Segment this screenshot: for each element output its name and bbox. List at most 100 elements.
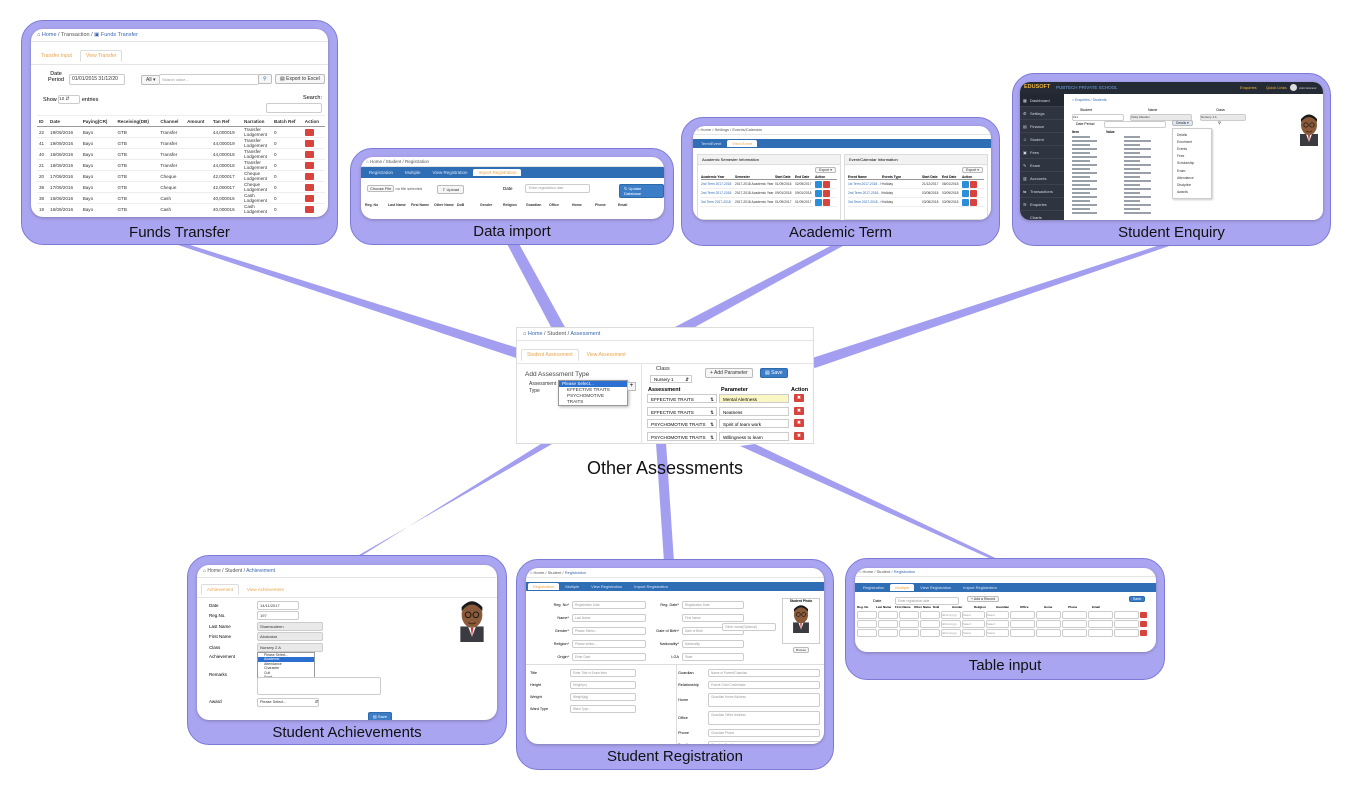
menu-item[interactable]: Exam — [1177, 168, 1186, 173]
assessment-select[interactable]: EFFECTIVE TRAITS⇅ — [647, 394, 717, 403]
field-input[interactable]: Ward Type... — [570, 705, 636, 713]
save-button[interactable]: ▤ Save — [368, 712, 393, 720]
tab-view-transfer[interactable]: View Transfer — [79, 50, 123, 62]
breadcrumb-section[interactable]: Student — [547, 331, 567, 337]
breadcrumb-section[interactable]: Settings — [714, 127, 730, 132]
cell-input[interactable] — [920, 619, 940, 628]
edit-button[interactable] — [815, 189, 822, 197]
edit-button[interactable] — [815, 180, 822, 188]
delete-button[interactable] — [304, 205, 314, 213]
tab-multiple[interactable]: Multiple — [405, 170, 421, 175]
breadcrumb-section[interactable]: Student — [547, 570, 562, 575]
tab-multiple[interactable]: Multiple — [890, 584, 915, 591]
tab-import-registration[interactable]: Import Registration — [963, 585, 997, 590]
cell-input[interactable] — [857, 628, 877, 637]
tab-import-registration[interactable]: Import Registration — [473, 169, 522, 176]
parameter-input[interactable]: Neatness — [719, 406, 789, 416]
other-name-input[interactable]: Other name(Optional) — [722, 623, 776, 631]
tab-achievement[interactable]: Achievement — [201, 584, 240, 595]
sidebar-item[interactable]: ▁Charts — [1020, 211, 1064, 220]
delete-button[interactable]: ✖ — [794, 419, 804, 427]
field-input[interactable]: Guardian Email — [708, 741, 820, 744]
tab-view-registration[interactable]: View Registration — [920, 585, 952, 590]
cell-input[interactable] — [1114, 619, 1139, 628]
dropdown-option[interactable]: Character — [264, 666, 280, 671]
cell-input[interactable]: dd/mm/yyyy — [941, 628, 961, 637]
browse-button[interactable]: Browse — [793, 647, 810, 653]
menu-item[interactable]: Discipline — [1177, 182, 1192, 187]
field-input[interactable]: Guardian Phone — [708, 729, 820, 737]
delete-button[interactable]: ✖ — [794, 431, 804, 440]
field-input[interactable]: Registration Date — [682, 600, 744, 609]
tab-view-achievement[interactable]: View Achievement — [247, 587, 284, 592]
breadcrumb-home[interactable]: Home — [862, 569, 874, 574]
award-select[interactable]: Please Select...⇵ — [257, 698, 319, 707]
field-input[interactable]: Weight(kg) — [570, 693, 636, 701]
cell-input[interactable] — [1010, 628, 1035, 637]
field-input[interactable]: Guardian Office Address — [708, 711, 820, 725]
field-input[interactable]: 197 — [257, 611, 299, 621]
parameter-input[interactable]: Spirit of team work — [719, 419, 789, 428]
cell-input[interactable] — [1010, 610, 1035, 619]
sidebar-item[interactable]: ▦Dashboard — [1020, 94, 1064, 107]
cell-input[interactable] — [1114, 628, 1139, 637]
breadcrumb-home[interactable]: Home — [527, 331, 543, 337]
breadcrumb-home[interactable]: Home — [369, 159, 382, 164]
date-input[interactable]: Enter registration date — [895, 597, 959, 605]
menu-item[interactable]: Enrolment — [1177, 139, 1193, 144]
choose-file-button[interactable]: Choose File — [367, 185, 395, 192]
student-select[interactable]: 221 — [1072, 114, 1124, 121]
tab-registration[interactable]: Registration — [528, 583, 560, 590]
delete-button[interactable] — [304, 183, 314, 191]
column-header[interactable]: Receiving(DB) — [115, 115, 159, 127]
delete-button[interactable] — [1140, 620, 1147, 627]
cell-input[interactable] — [1036, 628, 1061, 637]
export-button[interactable]: Export ▾ — [815, 167, 836, 173]
field-input[interactable]: Height(m) — [570, 681, 636, 689]
delete-button[interactable] — [304, 128, 314, 136]
tab-view-event[interactable]: View Event — [727, 140, 758, 147]
sidebar-item[interactable]: ⇆Transactions — [1020, 185, 1064, 198]
delete-button[interactable] — [1140, 629, 1147, 636]
file-picker[interactable]: Choose File no file selected — [367, 185, 422, 192]
dropdown-option[interactable]: Please Select... — [559, 381, 627, 387]
delete-button[interactable] — [970, 189, 977, 197]
delete-button[interactable] — [1140, 611, 1147, 618]
breadcrumb-home[interactable]: Home — [41, 32, 57, 38]
field-input[interactable]: Parent Child Credentials — [708, 681, 820, 689]
delete-button[interactable] — [304, 161, 314, 169]
details-dropdown[interactable]: Details ▾ — [1172, 120, 1193, 126]
cell-input[interactable] — [1062, 628, 1087, 637]
add-parameter-button[interactable]: + Add Parameter — [705, 368, 753, 378]
column-header[interactable]: Batch Ref — [272, 115, 303, 127]
delete-button[interactable] — [304, 172, 314, 180]
breadcrumb-home[interactable]: Home — [700, 127, 712, 132]
menu-item[interactable]: Attendance — [1177, 175, 1194, 180]
upload-button[interactable]: ⇧ Upload — [437, 185, 465, 194]
tab-student-assessment[interactable]: Student Assessment — [521, 349, 579, 361]
parameter-input[interactable]: Mental Alertness — [719, 394, 789, 403]
export-excel-button[interactable]: ▤ Export to Excel — [275, 74, 325, 84]
column-header[interactable]: Action — [302, 115, 325, 127]
cell-input[interactable] — [1062, 610, 1087, 619]
column-header[interactable]: Paying(CR) — [80, 115, 116, 127]
field-input[interactable]: Enter Title in Exam Item — [570, 669, 636, 677]
quick-links[interactable]: Quick Links — [1266, 85, 1287, 90]
tab-import-registration[interactable]: Import Registration — [634, 584, 668, 589]
assessment-select[interactable]: PSYCHOMOTIVE TRAITS⇅ — [647, 419, 717, 428]
tab-view-registration[interactable]: View Registration — [591, 584, 623, 589]
cell-input[interactable]: Select — [962, 610, 985, 619]
save-button[interactable]: Save — [1129, 596, 1145, 602]
tab-multiple[interactable]: Multiple — [565, 584, 580, 589]
delete-button[interactable] — [823, 198, 830, 206]
field-input[interactable]: 14/11/2017 — [257, 600, 299, 610]
menu-item[interactable]: Fees — [1177, 154, 1185, 159]
sidebar-item[interactable]: ☰Enquiries — [1020, 198, 1064, 211]
tab-view-registration[interactable]: View Registration — [432, 170, 468, 175]
cell-input[interactable] — [1088, 628, 1113, 637]
cell-input[interactable] — [920, 628, 940, 637]
date-period-input[interactable] — [1104, 121, 1166, 128]
cell-input[interactable] — [1088, 610, 1113, 619]
enquiries-link[interactable]: Enquiries — [1240, 85, 1257, 90]
date-input[interactable]: Enter registration date — [525, 184, 590, 193]
